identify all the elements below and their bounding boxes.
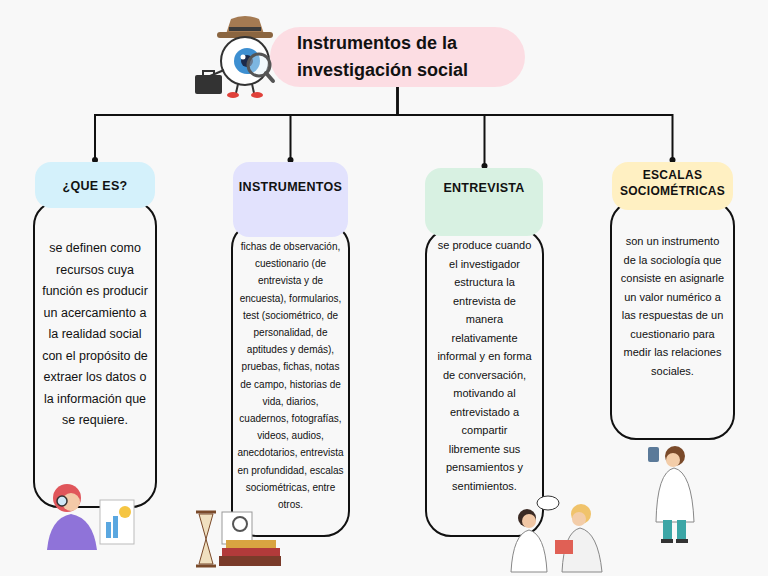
header-text: ¿QUE ES? [35, 178, 155, 194]
hat-band [229, 27, 261, 31]
book [222, 548, 280, 556]
column-body: son un instrumento de la sociología que … [610, 200, 735, 440]
header-text: ESCALAS SOCIOMÉTRICAS [612, 167, 733, 199]
hourglass-glass [199, 514, 213, 564]
chart-bar [106, 522, 111, 538]
report-sheet [100, 500, 134, 544]
woman-hair [53, 484, 81, 512]
mascot-leg [236, 84, 238, 93]
woman-hair [518, 509, 536, 527]
column-node: INSTRUMENTOS fichas de observación, cuest… [231, 162, 350, 537]
mascot-shoe [227, 92, 239, 98]
column-node: ENTREVISTA se produce cuando el investiga… [425, 168, 544, 537]
shoe [661, 539, 673, 543]
mascot-shoe [251, 92, 263, 98]
tree-connector [291, 87, 398, 162]
column-header: ENTREVISTA [425, 168, 543, 236]
tree-connector [95, 87, 398, 162]
lab-coat [656, 468, 694, 522]
header-text: ENTREVISTA [425, 180, 543, 196]
column-node: ¿QUE ES? se definen como recursos cuya fu… [33, 162, 157, 508]
body-text: fichas de observación, cuestionario (de … [237, 238, 344, 513]
woman-face [572, 512, 586, 526]
eye-pupil [241, 55, 253, 67]
column-header: ESCALAS SOCIOMÉTRICAS [612, 162, 733, 210]
magnifier-lens [57, 496, 67, 506]
magnifier-lens [248, 54, 270, 76]
woman-body [47, 514, 97, 550]
eye-highlight [241, 55, 246, 60]
coin-icon [119, 506, 131, 518]
briefcase [195, 75, 222, 94]
tree-connector [398, 87, 673, 162]
mascot-leg [252, 84, 254, 93]
woman-face [62, 493, 80, 511]
trousers [663, 520, 672, 540]
hourglass-frame [196, 512, 216, 566]
magnifier-handle [266, 73, 273, 81]
hat-brim [217, 32, 273, 38]
header-text: INSTRUMENTOS [233, 179, 348, 195]
title-pill: Instrumentos de la investigación social [270, 27, 525, 87]
briefcase-handle [203, 71, 214, 75]
title-text: Instrumentos de la investigación social [297, 30, 517, 84]
woman-body [511, 530, 547, 572]
chart-bar [113, 516, 118, 538]
title-node: Instrumentos de la investigación social [270, 27, 525, 87]
woman-hair [571, 504, 591, 524]
magnifier-lens [233, 517, 247, 531]
book [226, 540, 276, 548]
speech-bubble [537, 496, 559, 510]
woman-face [666, 453, 680, 467]
body-text: son un instrumento de la sociología que … [620, 232, 725, 380]
woman-hair [665, 446, 685, 466]
column-body: se produce cuando el investigador estruc… [425, 228, 544, 537]
eye-ball [221, 37, 269, 85]
mascot-arm [210, 70, 224, 76]
book [219, 556, 281, 566]
woman-body [562, 528, 602, 572]
column-body: fichas de observación, cuestionario (de … [231, 222, 350, 537]
body-text: se produce cuando el investigador estruc… [435, 236, 534, 495]
column-body: se definen como recursos cuya función es… [33, 200, 157, 508]
folder [555, 540, 573, 554]
woman-face [522, 514, 536, 528]
column-node: ESCALAS SOCIOMÉTRICAS son un instrumento … [610, 162, 735, 440]
paper-sheet [222, 512, 252, 544]
trousers [677, 520, 686, 540]
tablet [648, 447, 659, 462]
shoe [676, 539, 688, 543]
tree-connector [398, 87, 485, 168]
column-header: ¿QUE ES? [35, 162, 155, 208]
body-text: se definen como recursos cuya función es… [42, 238, 148, 432]
column-header: INSTRUMENTOS [233, 162, 348, 237]
hat-crown [226, 16, 264, 34]
eye-iris [234, 48, 260, 74]
